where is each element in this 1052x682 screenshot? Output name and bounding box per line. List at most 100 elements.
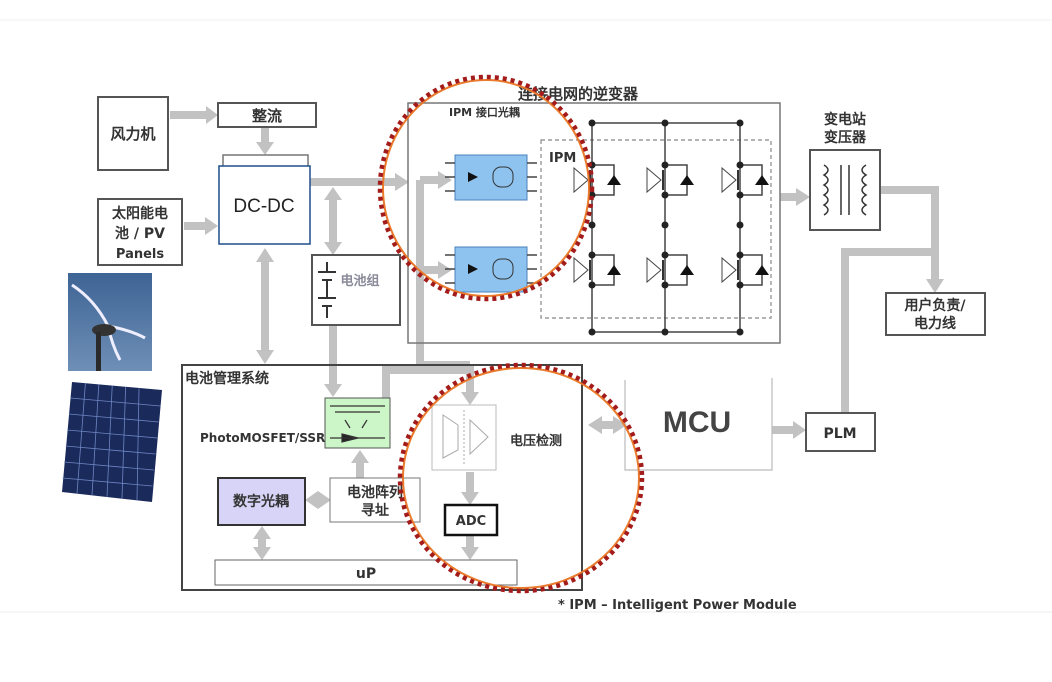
arrowhead — [351, 450, 369, 463]
gate-driver-icon — [573, 256, 589, 284]
arrowhead — [205, 217, 218, 235]
arrowhead — [438, 171, 452, 189]
gate-driver-icon — [573, 166, 589, 194]
freewheel-diode-icon — [680, 265, 694, 275]
arrowhead — [926, 279, 944, 293]
opto-led-icon — [468, 172, 478, 182]
node-dot — [661, 251, 669, 259]
voltage-detect-label: 电压检测 — [510, 433, 562, 449]
node-dot — [661, 221, 669, 229]
arrowhead — [305, 491, 318, 509]
user-load-line1: 用户负责/ — [904, 297, 966, 314]
arrowhead — [253, 526, 271, 539]
line-bus-to-detector — [382, 366, 474, 398]
adc-label: ADC — [456, 514, 486, 529]
node-dot — [661, 161, 669, 169]
solar-cell-line — [68, 413, 159, 423]
arrowhead — [588, 416, 602, 434]
arrowhead — [793, 421, 806, 439]
gate-driver-icon — [646, 256, 662, 284]
ipm-label: IPM — [549, 151, 576, 166]
wind-turbine-label: 风力机 — [110, 125, 155, 143]
up-label: uP — [356, 566, 376, 582]
photomosfet-symbol — [330, 405, 385, 443]
dcdc-tab — [222, 154, 309, 168]
arrowhead — [256, 248, 274, 262]
solar-cell-line — [76, 383, 86, 494]
node-dot — [736, 191, 744, 199]
ipm-interface-label: IPM 接口光耦 — [449, 105, 520, 119]
arrow-transformer-to-load — [880, 186, 939, 280]
node-dot — [661, 119, 669, 127]
gate-driver-icon — [646, 166, 662, 194]
node-dot — [588, 119, 596, 127]
opto-led-icon — [468, 264, 478, 274]
transformer-icon — [822, 164, 868, 216]
line-plm-to-powerline — [841, 248, 935, 413]
solar-label-line2: 池 / PV — [115, 225, 165, 242]
node-dot — [736, 221, 744, 229]
bms-title: 电池管理系统 — [185, 370, 269, 387]
solar-cell-line — [62, 477, 153, 487]
arrowhead — [461, 392, 479, 405]
dcdc-label: DC-DC — [233, 196, 294, 217]
highlight-circle-detector-dotted — [397, 362, 645, 594]
node-dot — [588, 328, 596, 336]
gate-driver-icon — [721, 256, 737, 284]
node-dot — [736, 119, 744, 127]
solar-cell-line — [106, 385, 113, 497]
node-dot — [736, 161, 744, 169]
arrowhead — [253, 547, 271, 560]
node-dot — [736, 328, 744, 336]
substation-label-line1: 变电站 — [824, 111, 866, 128]
opto-detector-icon — [492, 258, 514, 280]
arrowhead — [395, 173, 409, 191]
dcdc-box — [218, 165, 311, 245]
adc-box — [443, 503, 499, 537]
solar-cell-line — [136, 388, 140, 501]
array-addressing-line2: 寻址 — [361, 502, 389, 519]
arrowhead — [796, 188, 810, 206]
arrowhead — [256, 350, 274, 364]
bms-box — [181, 364, 583, 591]
digital-optocoupler-label: 数字光耦 — [233, 493, 289, 510]
freewheel-diode-icon — [680, 175, 694, 185]
connection-arrows — [170, 106, 944, 560]
arrowhead — [324, 187, 342, 200]
battery-pack-label: 电池组 — [340, 273, 379, 289]
optocoupler-2 — [454, 246, 528, 293]
node-dot — [661, 328, 669, 336]
digital-optocoupler-box — [217, 477, 306, 526]
arrowhead — [206, 106, 218, 124]
arrowhead — [318, 491, 331, 509]
optocoupler-1 — [454, 154, 528, 201]
arrowhead — [324, 384, 342, 397]
solar-cell-line — [121, 387, 126, 499]
user-load-line2: 电力线 — [914, 315, 956, 332]
arrowhead — [256, 142, 274, 155]
user-load-box — [885, 292, 986, 336]
transformer-box — [809, 149, 881, 231]
solar-cell-line — [70, 397, 161, 407]
solar-cell-line — [67, 429, 158, 439]
substation-label-line2: 变压器 — [824, 129, 867, 146]
node-dot — [588, 221, 596, 229]
node-dot — [736, 251, 744, 259]
rectifier-box — [217, 102, 317, 128]
node-dot — [588, 251, 596, 259]
node-dot — [588, 281, 596, 289]
array-addressing-line1: 电池阵列 — [347, 484, 403, 501]
solar-label-line3: Panels — [116, 247, 164, 262]
highlight-circle-detector-solid — [402, 367, 640, 589]
battery-icon — [318, 262, 336, 318]
footnote: * IPM – Intelligent Power Module — [558, 598, 797, 613]
node-dot — [661, 191, 669, 199]
solar-panel-photo — [62, 382, 162, 502]
up-box — [214, 559, 518, 586]
photomosfet-label: PhotoMOSFET/SSR — [200, 431, 325, 445]
inverter-bridge-schematic — [445, 119, 769, 336]
plm-label: PLM — [823, 426, 856, 442]
arrowhead — [461, 492, 479, 505]
node-dot — [661, 281, 669, 289]
